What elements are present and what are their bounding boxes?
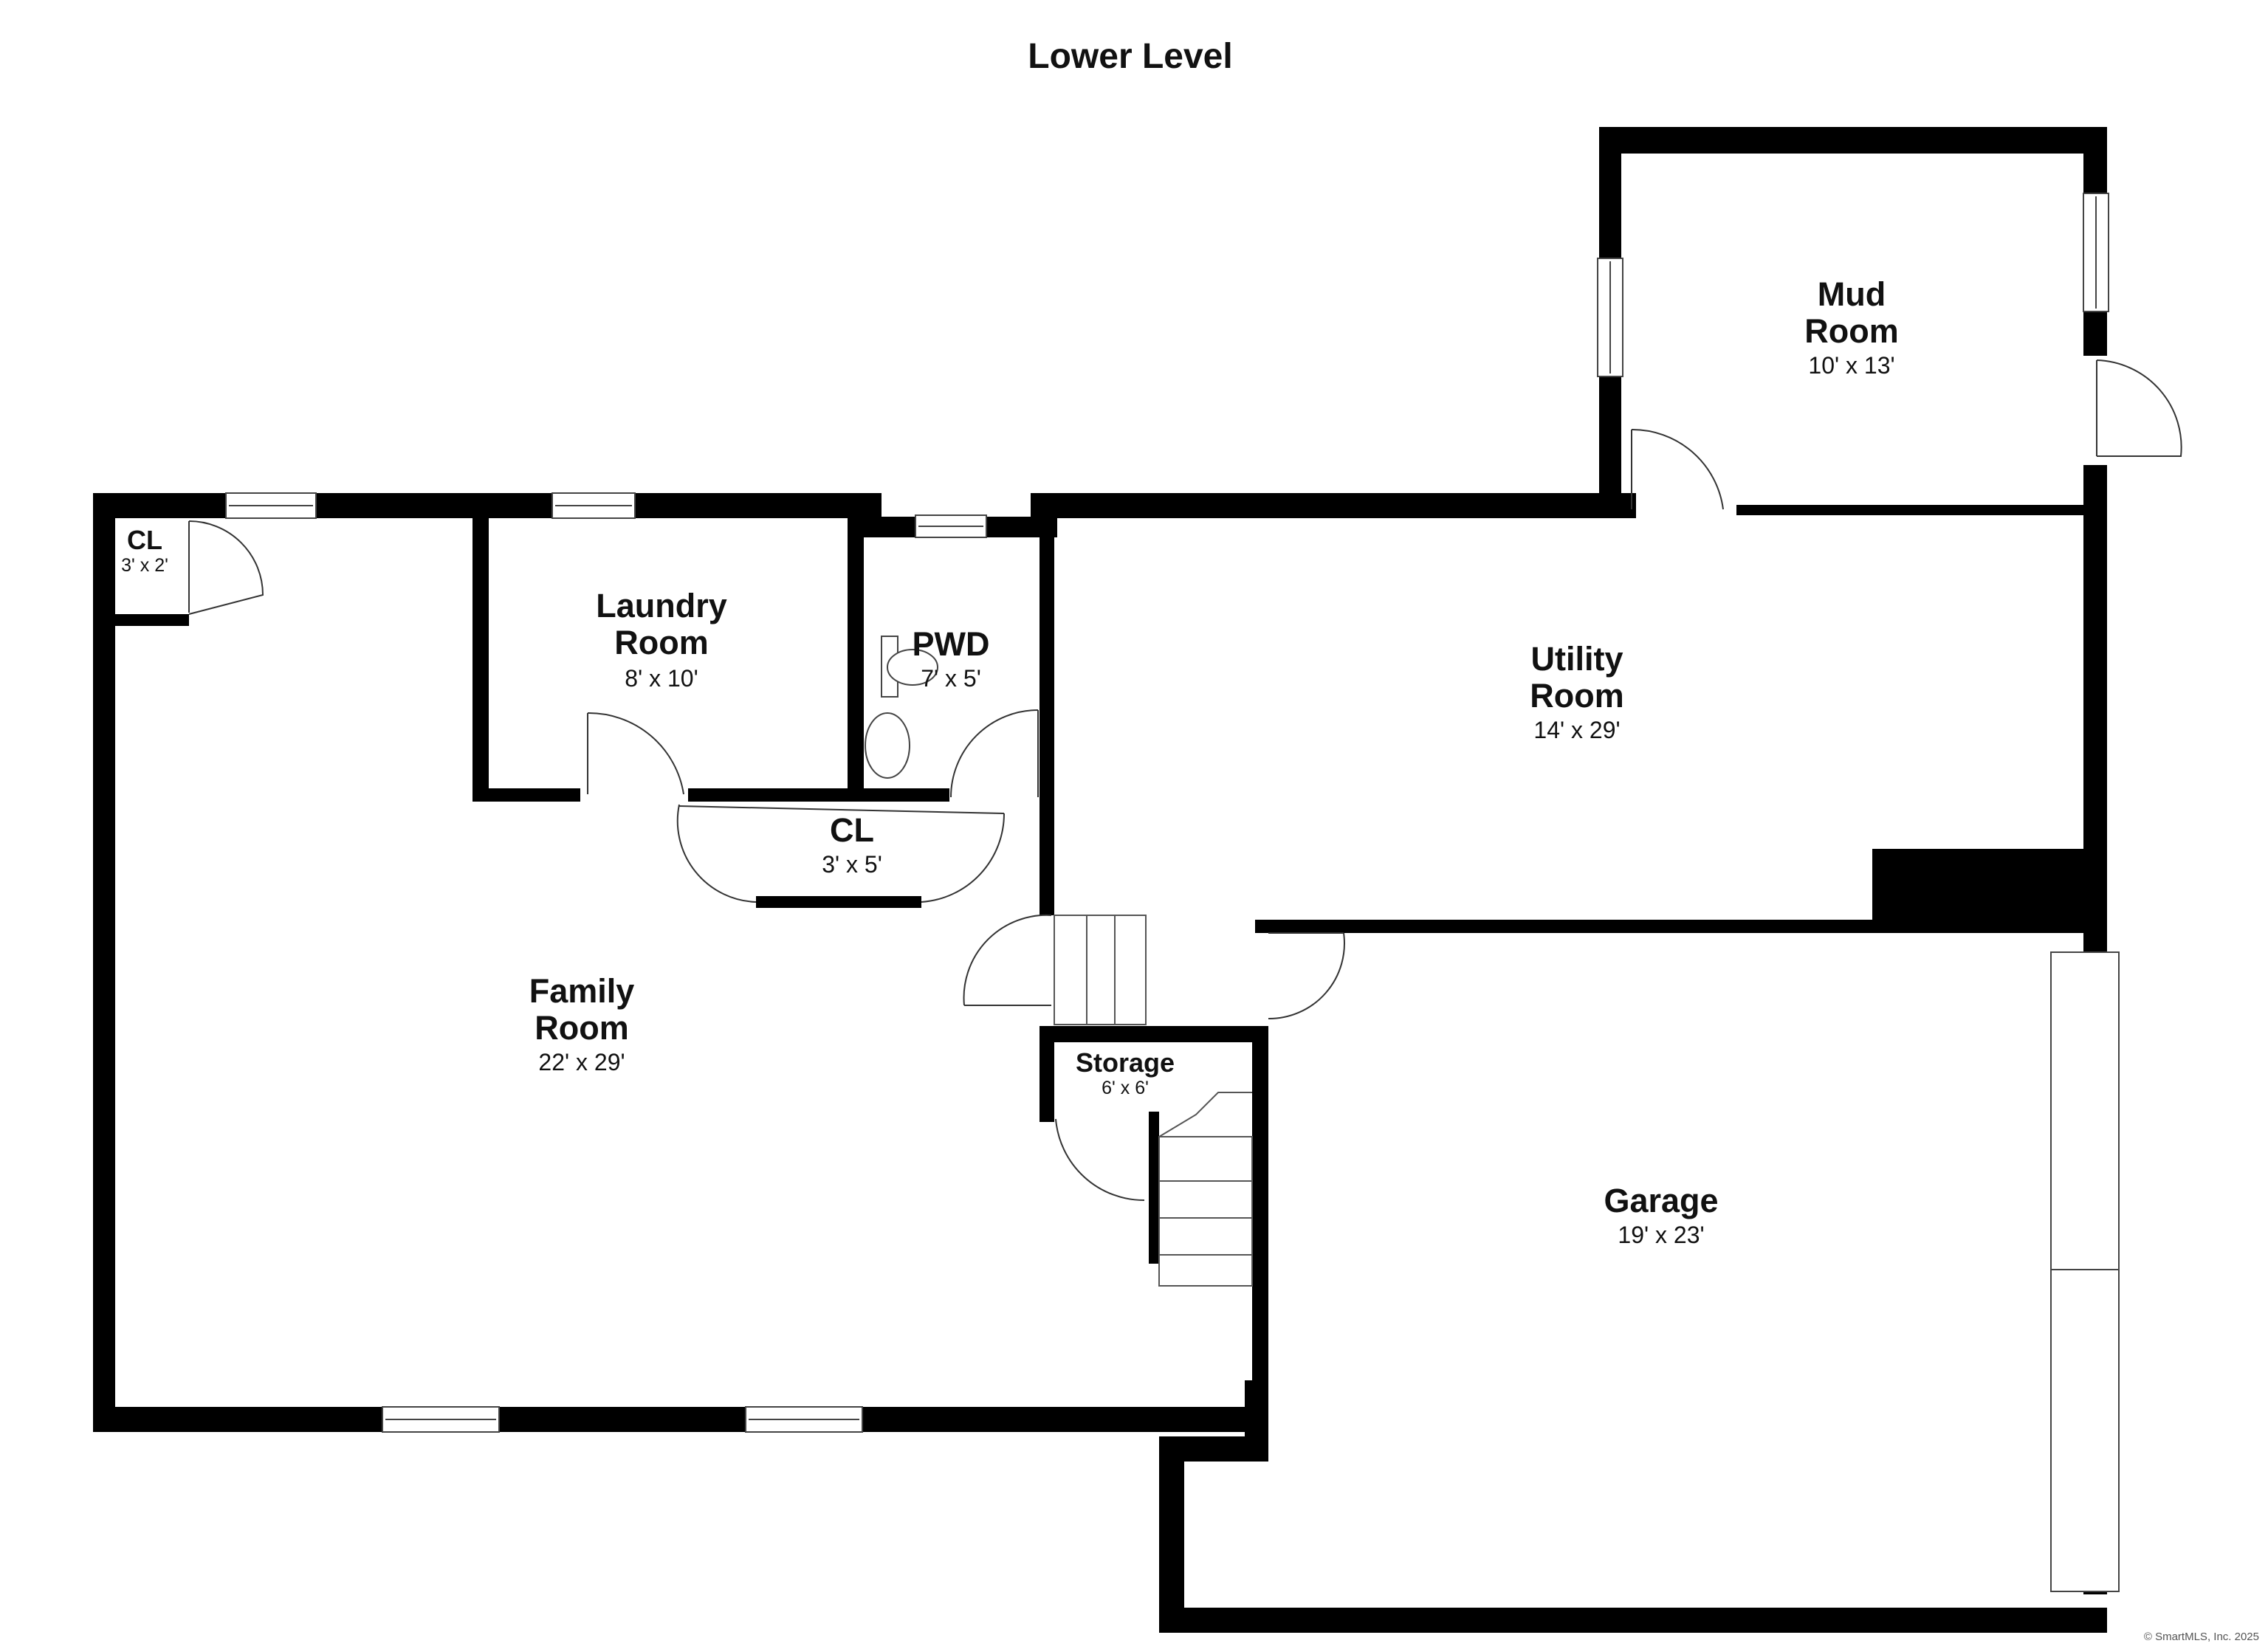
doors	[188, 359, 2182, 1202]
svg-text:3' x 2': 3' x 2'	[121, 555, 168, 576]
svg-text:Room: Room	[614, 624, 709, 661]
svg-text:19' x 23': 19' x 23'	[1618, 1222, 1704, 1248]
toilet-icon	[887, 649, 938, 686]
svg-text:Room: Room	[1804, 312, 1899, 350]
room-utility: Utility Room 14' x 29'	[1530, 640, 1624, 743]
svg-text:6' x 6': 6' x 6'	[1102, 1078, 1149, 1098]
svg-text:CL: CL	[127, 525, 162, 555]
room-laundry: Laundry Room 8' x 10'	[596, 587, 727, 692]
stairs	[1054, 915, 1253, 1287]
bathroom-fixtures	[865, 636, 938, 779]
svg-text:Room: Room	[535, 1009, 629, 1047]
svg-text:CL: CL	[830, 811, 874, 849]
svg-text:14' x 29': 14' x 29'	[1533, 717, 1620, 743]
svg-text:PWD: PWD	[913, 625, 990, 663]
room-family: Family Room 22' x 29'	[529, 972, 635, 1075]
room-pwd: PWD 7' x 5'	[913, 625, 990, 692]
svg-text:22' x 29': 22' x 29'	[538, 1049, 625, 1075]
room-closet-hall: CL 3' x 5'	[822, 811, 882, 878]
room-garage: Garage 19' x 23'	[1604, 1182, 1718, 1248]
svg-text:8' x 10': 8' x 10'	[625, 665, 698, 692]
plan-title: Lower Level	[1028, 37, 1232, 76]
sink-icon	[865, 712, 910, 779]
svg-text:10' x 13': 10' x 13'	[1808, 352, 1894, 379]
svg-text:Utility: Utility	[1530, 640, 1623, 678]
copyright-notice: © SmartMLS, Inc. 2025	[2144, 1631, 2259, 1643]
svg-text:Laundry: Laundry	[596, 587, 727, 624]
svg-text:3' x 5': 3' x 5'	[822, 851, 882, 878]
svg-text:Family: Family	[529, 972, 635, 1010]
svg-text:Room: Room	[1530, 677, 1624, 715]
windows	[225, 193, 2109, 1433]
svg-text:Garage: Garage	[1604, 1182, 1718, 1219]
room-storage: Storage 6' x 6'	[1076, 1047, 1175, 1098]
svg-text:Mud: Mud	[1818, 275, 1886, 313]
room-closet-corner: CL 3' x 2'	[121, 525, 168, 576]
svg-text:Storage: Storage	[1076, 1047, 1175, 1078]
garage-door	[2050, 951, 2120, 1592]
svg-text:7' x 5': 7' x 5'	[921, 665, 981, 692]
room-mud: Mud Room 10' x 13'	[1804, 275, 1899, 379]
